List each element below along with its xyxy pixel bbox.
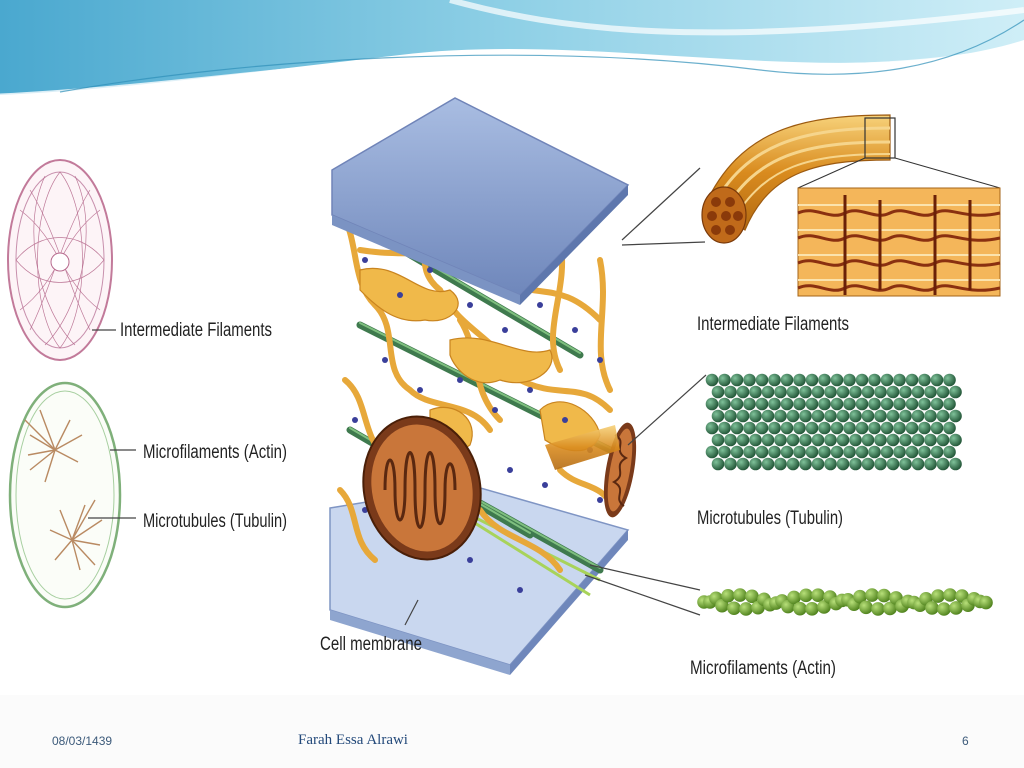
dividing-cell-illustration — [8, 381, 122, 609]
left-microfilaments-label: Microfilaments (Actin) — [143, 442, 287, 463]
intermediate-filament-rope-illustration — [701, 114, 896, 244]
footer-date: 08/03/1439 — [52, 734, 113, 748]
mitochondrion-illustration — [362, 415, 482, 561]
cell-membrane-label: Cell membrane — [320, 634, 422, 655]
footer-page-number: 6 — [962, 734, 969, 748]
cytoskeleton-3d-block — [329, 97, 637, 675]
left-microtubules-label: Microtubules (Tubulin) — [143, 511, 287, 532]
right-intermediate-filaments-label: Intermediate Filaments — [697, 314, 849, 335]
header-wave-decoration — [0, 0, 1024, 97]
microtubule-illustration — [705, 373, 962, 471]
left-intermediate-filaments-label: Intermediate Filaments — [120, 320, 272, 341]
cytoskeleton-diagram: Intermediate Filaments Microfilaments (A… — [7, 97, 1001, 679]
intermediate-filament-cell-illustration — [7, 159, 113, 361]
footer-bar — [0, 695, 1024, 768]
intermediate-filament-detail-illustration — [797, 187, 1001, 297]
microfilament-illustration — [697, 588, 993, 616]
right-microfilaments-label: Microfilaments (Actin) — [690, 658, 836, 679]
footer-author: Farah Essa Alrawi — [298, 732, 408, 748]
right-microtubules-label: Microtubules (Tubulin) — [697, 508, 843, 529]
